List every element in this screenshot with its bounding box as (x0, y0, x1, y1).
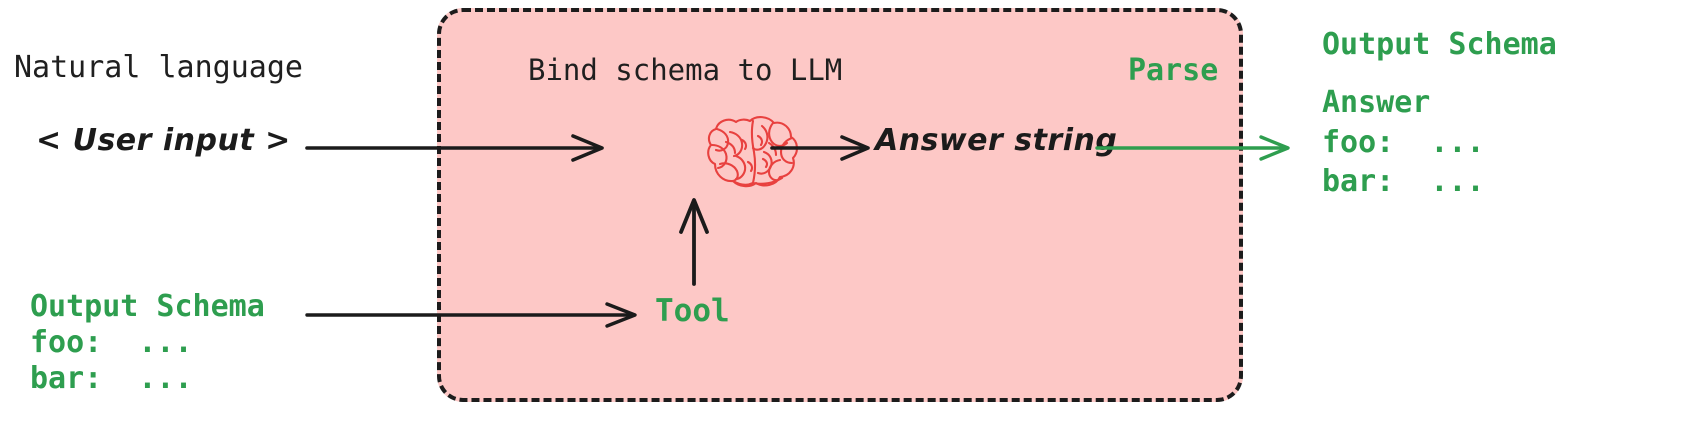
tool-label: Tool (655, 293, 730, 329)
input-output-schema-title: Output Schema (30, 289, 265, 324)
arrow-schema-to-tool (305, 302, 637, 328)
arrow-llm-to-answer-string (770, 135, 870, 161)
arrow-answer-string-to-output-schema (1095, 135, 1290, 161)
input-schema-line-bar: bar: ... (30, 361, 193, 396)
output-schema-line-foo: foo: ... (1322, 125, 1485, 160)
bind-schema-label: Bind schema to LLM (528, 53, 843, 87)
arrow-user-input-to-llm (305, 134, 604, 162)
output-answer-label: Answer (1322, 85, 1431, 120)
arrow-tool-to-llm (679, 198, 709, 286)
parse-label: Parse (1128, 53, 1219, 88)
llm-panel (437, 8, 1243, 402)
output-schema-title: Output Schema (1322, 27, 1557, 62)
user-input-text: < User input > (36, 123, 291, 158)
natural-language-label: Natural language (14, 50, 303, 85)
brain-icon (706, 112, 800, 190)
answer-string-label: Answer string (875, 123, 1118, 158)
output-schema-line-bar: bar: ... (1322, 164, 1485, 199)
input-schema-line-foo: foo: ... (30, 325, 193, 360)
